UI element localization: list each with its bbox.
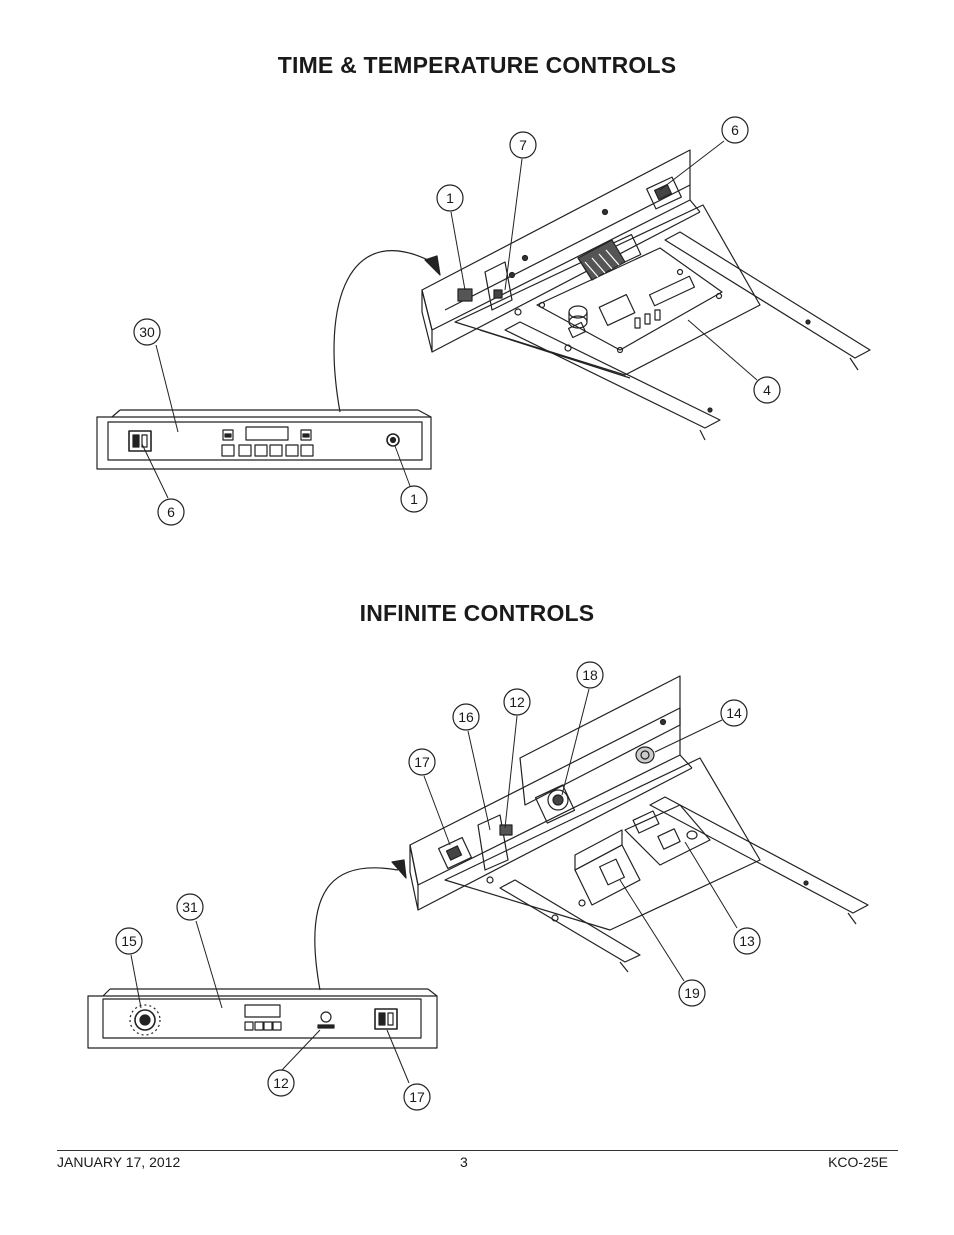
callout-1-panel: 1: [400, 485, 428, 513]
connection-arrow: [333, 250, 433, 413]
callout-15: 15: [115, 927, 143, 955]
switch-17-part: [437, 836, 473, 870]
callout-14: 14: [720, 699, 748, 727]
callout-6-top: 6: [721, 116, 749, 144]
svg-text:6: 6: [731, 122, 739, 138]
relay-board-part: [624, 804, 711, 866]
digital-display: [244, 1004, 281, 1018]
callout-7: 7: [509, 131, 537, 159]
heatsink: [577, 239, 626, 281]
page-number: 3: [460, 1154, 468, 1170]
callout-17-panel: 17: [403, 1083, 431, 1111]
footer-date: JANUARY 17, 2012: [57, 1154, 181, 1170]
time-temp-front-panel: [96, 250, 441, 470]
svg-text:17: 17: [409, 1089, 425, 1105]
callout-6-panel: 6: [157, 498, 185, 526]
leader-lines-bottom: [130, 688, 738, 1084]
infinite-control-assembly: [409, 675, 869, 973]
callout-31: 31: [176, 893, 204, 921]
connection-arrow: [314, 867, 399, 991]
indicator-light-icon: [317, 1011, 335, 1029]
power-switch-icon: [128, 430, 152, 452]
callout-4: 4: [753, 376, 781, 404]
leader-lines-top: [141, 140, 758, 499]
relay-block: [648, 275, 696, 307]
svg-text:12: 12: [509, 694, 525, 710]
keypad-buttons: [244, 1021, 282, 1031]
section-title-infinite: INFINITE CONTROLS: [359, 600, 595, 626]
svg-text:18: 18: [582, 667, 598, 683]
time-temp-control-assembly: [421, 149, 871, 441]
svg-text:1: 1: [446, 190, 454, 206]
footer-divider: [57, 1150, 898, 1151]
callout-1-top: 1: [436, 184, 464, 212]
indicator-light-part: [635, 746, 655, 764]
callout-12-panel: 12: [267, 1069, 295, 1097]
svg-text:14: 14: [726, 705, 742, 721]
svg-text:31: 31: [182, 899, 198, 915]
svg-text:4: 4: [763, 382, 771, 398]
control-board: [536, 247, 723, 351]
svg-text:6: 6: [167, 504, 175, 520]
digital-display: [245, 426, 289, 441]
callout-17-top: 17: [408, 748, 436, 776]
svg-text:7: 7: [519, 137, 527, 153]
temperature-knob-icon: [386, 433, 400, 447]
callout-12-top: 12: [503, 688, 531, 716]
transformer-part: [574, 829, 641, 906]
svg-text:16: 16: [458, 709, 474, 725]
callout-19: 19: [678, 979, 706, 1007]
infinite-switch-part: [534, 784, 576, 824]
keypad-buttons: [221, 444, 314, 457]
callout-30: 30: [133, 318, 161, 346]
svg-text:19: 19: [684, 985, 700, 1001]
model-number: KCO-25E: [828, 1154, 888, 1170]
callout-13: 13: [733, 927, 761, 955]
svg-text:17: 17: [414, 754, 430, 770]
svg-text:30: 30: [139, 324, 155, 340]
callout-16: 16: [452, 703, 480, 731]
svg-text:15: 15: [121, 933, 137, 949]
infinite-front-panel: [87, 859, 438, 1049]
section-title-time-temperature: TIME & TEMPERATURE CONTROLS: [277, 52, 677, 78]
rocker-switch-part: [646, 176, 682, 210]
knob-part: [457, 288, 473, 302]
svg-text:1: 1: [410, 491, 418, 507]
callout-18: 18: [576, 661, 604, 689]
svg-text:12: 12: [273, 1075, 289, 1091]
infinite-dial-icon: [129, 1004, 161, 1036]
svg-text:13: 13: [739, 933, 755, 949]
power-switch-icon: [374, 1008, 398, 1030]
